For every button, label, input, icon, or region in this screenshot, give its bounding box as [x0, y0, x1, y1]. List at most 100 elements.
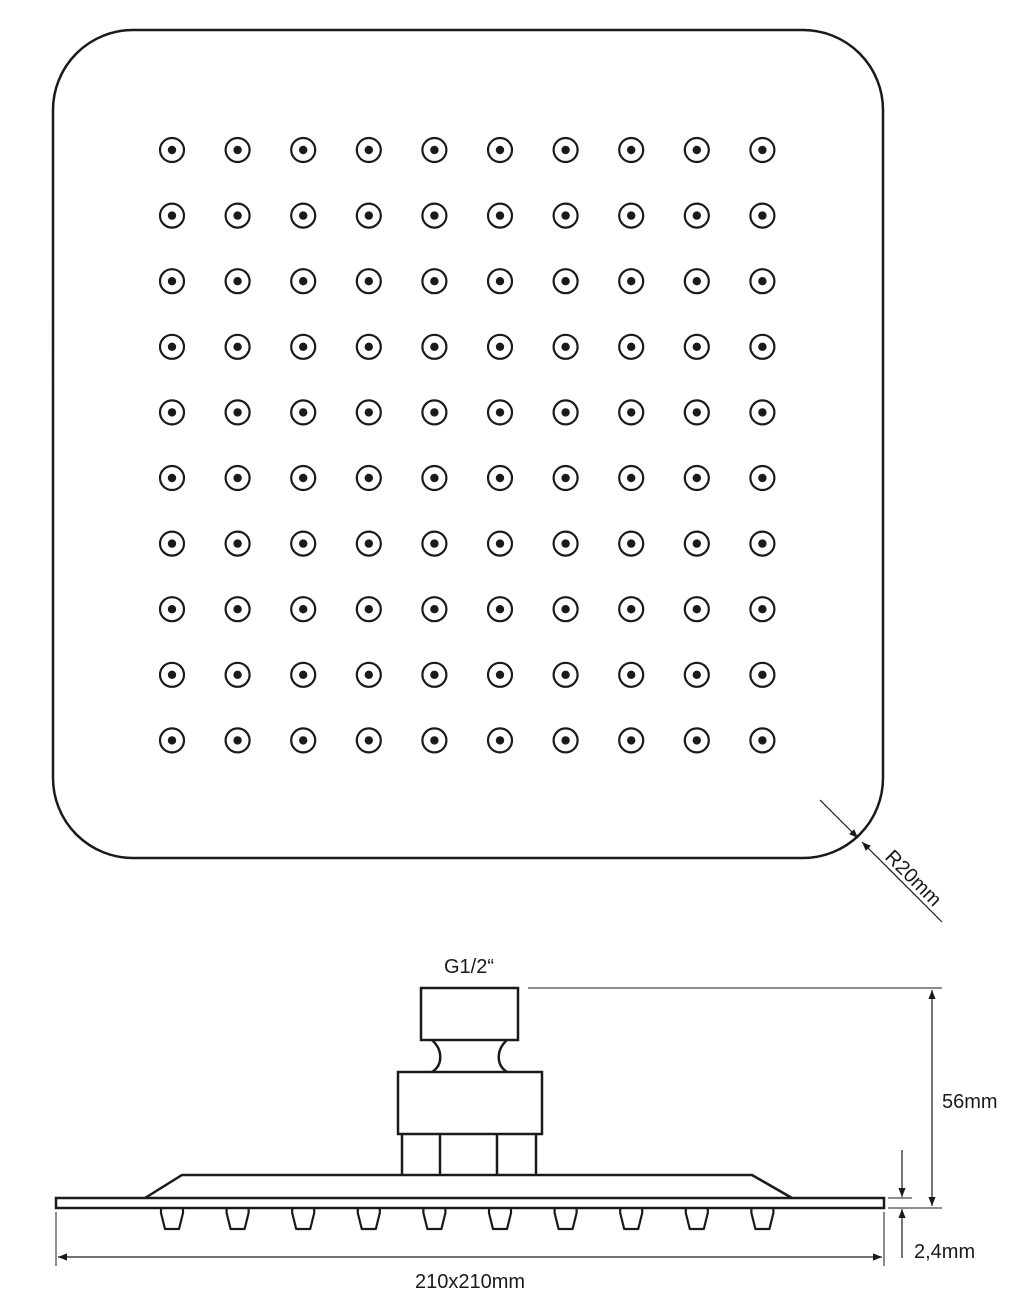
- width-dimension: 210x210mm: [55, 1212, 885, 1293]
- side-nozzle: [750, 1208, 775, 1231]
- nozzle: [618, 727, 645, 754]
- nozzle: [486, 268, 514, 295]
- nozzle: [224, 268, 251, 295]
- nozzle: [224, 136, 251, 164]
- nozzle: [618, 661, 645, 688]
- nozzle: [290, 399, 317, 426]
- swivel-nut: [396, 1070, 544, 1136]
- nozzle: [749, 727, 776, 754]
- nozzle: [552, 530, 579, 557]
- nozzle: [486, 530, 514, 557]
- nozzle: [421, 333, 448, 360]
- thickness-dimension: 2,4mm: [888, 1150, 975, 1263]
- nozzle: [421, 530, 448, 557]
- nozzle: [355, 596, 382, 623]
- nozzle: [421, 661, 448, 688]
- height-label: 56mm: [942, 1091, 998, 1113]
- nozzle: [224, 333, 251, 360]
- nozzle: [618, 530, 645, 557]
- nozzle: [158, 727, 186, 754]
- nozzle: [486, 727, 514, 754]
- nozzle: [486, 596, 514, 623]
- nozzle: [683, 136, 710, 164]
- nozzle: [355, 202, 382, 229]
- nozzle: [290, 464, 317, 492]
- nozzle: [749, 464, 776, 492]
- nozzle: [486, 661, 514, 688]
- nozzle: [683, 596, 710, 623]
- side-nozzle: [225, 1208, 250, 1231]
- thread-size-label: G1/2“: [444, 956, 494, 978]
- nozzle: [158, 661, 186, 688]
- nozzle: [421, 268, 448, 295]
- nozzle: [158, 464, 186, 492]
- nozzle: [290, 530, 317, 557]
- nozzle: [290, 268, 317, 295]
- nozzle: [749, 661, 776, 688]
- nozzle: [355, 333, 382, 360]
- nozzle: [290, 596, 317, 623]
- height-dimension: 56mm: [528, 987, 998, 1209]
- top-view: R20mm: [51, 28, 946, 923]
- ball-joint: [431, 1039, 508, 1074]
- shower-plate-outline: [51, 28, 885, 860]
- nozzle: [683, 202, 710, 229]
- corner-radius-dimension: R20mm: [819, 799, 946, 923]
- nozzle: [421, 727, 448, 754]
- nozzle: [290, 202, 317, 229]
- nozzle-grid: [158, 136, 776, 754]
- nozzle: [618, 202, 645, 229]
- size-label: 210x210mm: [415, 1271, 525, 1293]
- nozzle: [224, 530, 251, 557]
- nozzle: [749, 399, 776, 426]
- nozzle: [618, 268, 645, 295]
- nozzle: [158, 333, 186, 360]
- nozzle: [355, 661, 382, 688]
- side-view: G1/2“ 56mm 2,4mm 210x210mm: [54, 956, 998, 1293]
- nozzle: [290, 661, 317, 688]
- nozzle: [618, 464, 645, 492]
- nozzle: [683, 464, 710, 492]
- nozzle: [683, 530, 710, 557]
- nozzle: [749, 136, 776, 164]
- nozzle: [224, 399, 251, 426]
- nozzle: [552, 399, 579, 426]
- nozzle: [486, 333, 514, 360]
- nozzle: [421, 399, 448, 426]
- nozzle: [158, 596, 186, 623]
- nozzle: [290, 333, 317, 360]
- nozzle: [355, 727, 382, 754]
- nozzle: [683, 399, 710, 426]
- radius-leader-inner: [861, 841, 943, 923]
- side-nozzle: [422, 1208, 447, 1231]
- nozzle: [618, 596, 645, 623]
- nozzle: [486, 136, 514, 164]
- nozzle: [749, 268, 776, 295]
- nozzle: [683, 268, 710, 295]
- nozzle: [224, 464, 251, 492]
- nozzle: [355, 399, 382, 426]
- side-nozzle: [619, 1208, 644, 1231]
- nozzle: [290, 727, 317, 754]
- side-nozzle: [159, 1208, 185, 1231]
- nozzle: [224, 202, 251, 229]
- plate-base: [144, 1173, 793, 1200]
- nozzle: [749, 530, 776, 557]
- nozzle: [421, 596, 448, 623]
- nozzle: [552, 136, 579, 164]
- nozzle: [683, 661, 710, 688]
- plate-thickness-label: 2,4mm: [914, 1241, 975, 1263]
- nozzle: [683, 333, 710, 360]
- side-nozzle: [291, 1208, 316, 1231]
- nozzle: [683, 727, 710, 754]
- nozzle: [355, 136, 382, 164]
- nozzle: [421, 202, 448, 229]
- nozzle: [158, 268, 186, 295]
- nozzle: [618, 399, 645, 426]
- nozzle: [158, 136, 186, 164]
- nozzle: [618, 136, 645, 164]
- nozzle: [486, 399, 514, 426]
- nozzle: [421, 136, 448, 164]
- nozzle: [158, 399, 186, 426]
